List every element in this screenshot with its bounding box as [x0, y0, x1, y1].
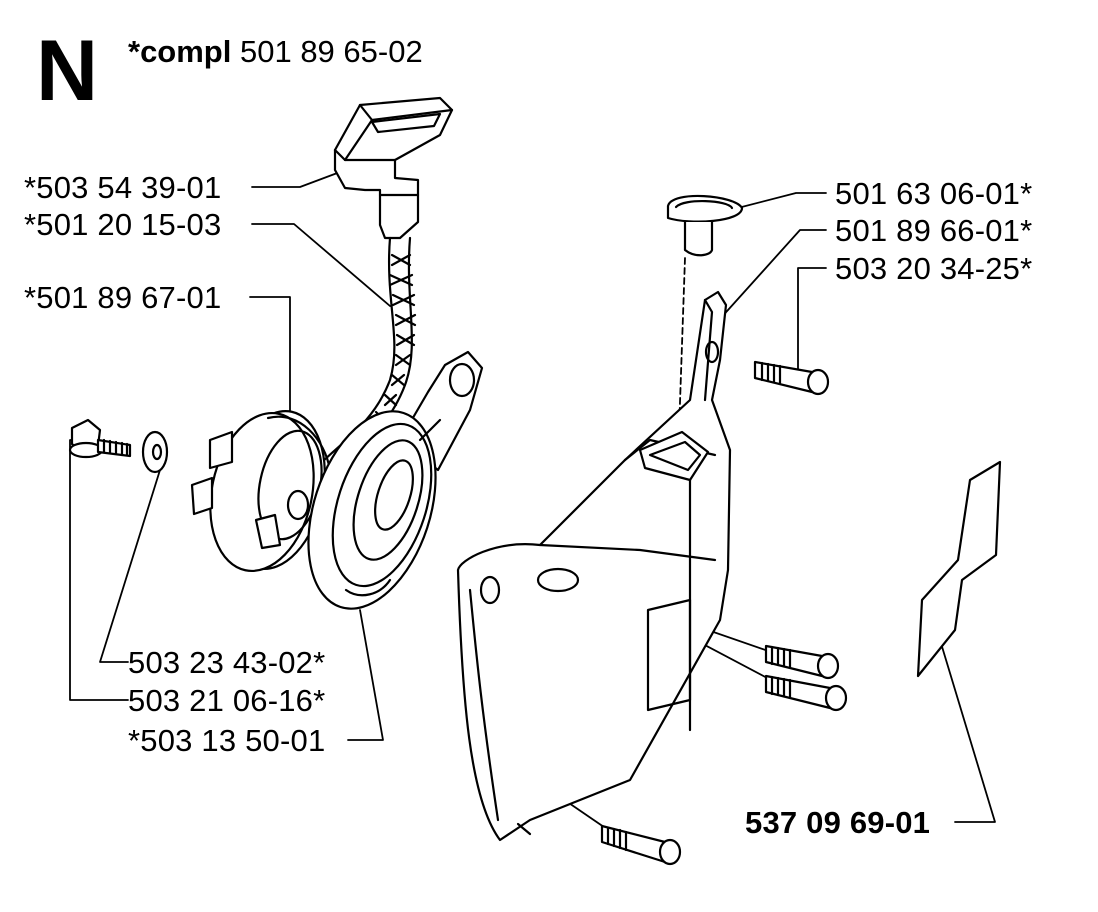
compl-number: 501 89 65-02 — [239, 34, 423, 69]
pulley-screw-drawing — [68, 418, 132, 459]
label-starter-handle[interactable]: *503 54 39-01 — [24, 170, 222, 205]
label-decal[interactable]: 537 09 69-01 — [745, 805, 931, 840]
housing-screw-mid2 — [764, 674, 848, 712]
pulley-drawing — [190, 410, 332, 573]
complete-assembly-header: *compl 501 89 65-02 — [128, 36, 423, 67]
label-starter-cord[interactable]: *501 20 15-03 — [24, 207, 222, 242]
compl-prefix: *compl — [128, 34, 232, 69]
washer-drawing — [141, 430, 169, 474]
label-pulley[interactable]: *501 89 67-01 — [24, 280, 222, 315]
decal-drawing — [916, 460, 1002, 678]
starter-handle-drawing — [333, 96, 454, 240]
label-starter-housing[interactable]: 501 89 66-01* — [835, 213, 1033, 248]
rewind-spring-drawing — [307, 350, 484, 610]
housing-screws-drawing — [600, 360, 848, 866]
section-letter: N — [36, 23, 99, 119]
starter-housing-drawing — [456, 290, 732, 842]
housing-screw-top — [753, 360, 830, 396]
housing-screw-bottom — [600, 824, 682, 866]
label-rubber-plug[interactable]: 501 63 06-01* — [835, 176, 1033, 211]
label-washer[interactable]: 503 23 43-02* — [128, 645, 326, 680]
housing-screw-mid1 — [764, 644, 840, 680]
label-housing-screw[interactable]: 503 20 34-25* — [835, 251, 1033, 286]
rubber-plug-drawing — [666, 194, 744, 257]
label-pulley-screw[interactable]: 503 21 06-16* — [128, 683, 326, 718]
label-rewind-spring[interactable]: *503 13 50-01 — [128, 723, 326, 758]
